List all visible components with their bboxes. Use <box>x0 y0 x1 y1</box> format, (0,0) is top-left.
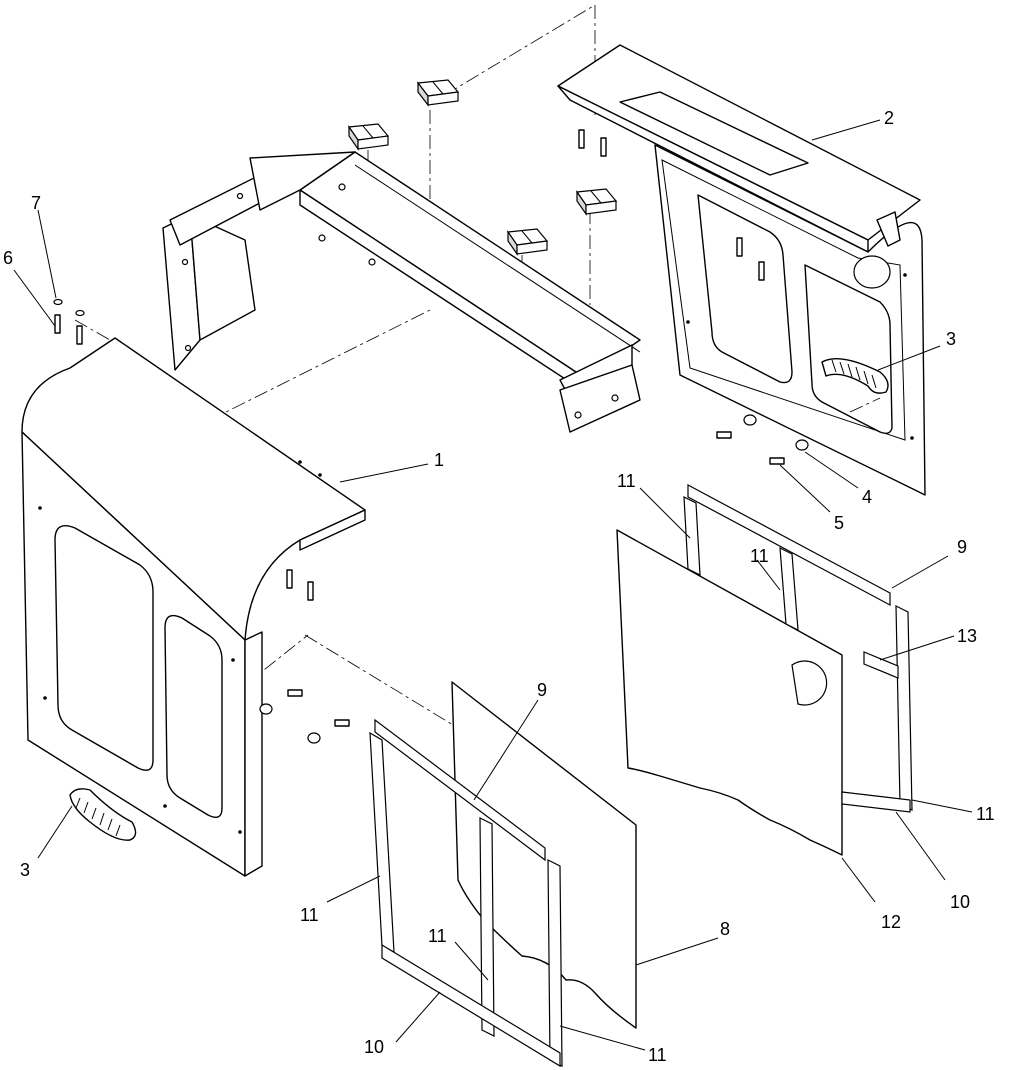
handle-left <box>69 788 137 841</box>
callout-11-a: 11 <box>617 471 636 491</box>
bumper-block-right <box>575 188 618 216</box>
callout-8: 8 <box>720 919 730 939</box>
handle-right <box>821 358 889 413</box>
gasket-panel-right <box>616 529 843 856</box>
support-frame <box>162 151 641 433</box>
callout-7: 7 <box>31 193 41 213</box>
callout-11-b: 11 <box>750 546 769 566</box>
callout-12: 12 <box>881 912 901 932</box>
callout-6: 6 <box>3 248 13 268</box>
bumper-block-left <box>347 123 390 151</box>
callouts: 1 2 3 3 4 5 6 7 8 9 9 10 10 11 11 11 11 … <box>3 108 995 1065</box>
callout-3-right: 3 <box>946 329 956 349</box>
callout-11-f: 11 <box>648 1045 667 1065</box>
bumper-block-center <box>506 228 549 256</box>
gasket-strips-right <box>683 483 913 813</box>
side-panel-left <box>21 337 366 877</box>
callout-9-right: 9 <box>957 537 967 557</box>
callout-11-c: 11 <box>976 804 995 824</box>
callout-3-left: 3 <box>20 860 30 880</box>
callout-1: 1 <box>434 450 444 470</box>
leader-lines <box>13 119 973 1051</box>
callout-9-left: 9 <box>537 680 547 700</box>
gasket-strips-left <box>369 718 563 1068</box>
side-panel-right <box>557 44 926 496</box>
callout-13: 13 <box>957 626 977 646</box>
callout-5: 5 <box>834 513 844 533</box>
callout-10-right: 10 <box>950 892 970 912</box>
callout-4: 4 <box>862 487 872 507</box>
callout-11-d: 11 <box>300 905 319 925</box>
bumper-block-top <box>416 79 460 107</box>
callout-2: 2 <box>884 108 894 128</box>
fasteners <box>53 129 809 744</box>
callout-10-left: 10 <box>364 1037 384 1057</box>
callout-11-e: 11 <box>428 926 447 946</box>
